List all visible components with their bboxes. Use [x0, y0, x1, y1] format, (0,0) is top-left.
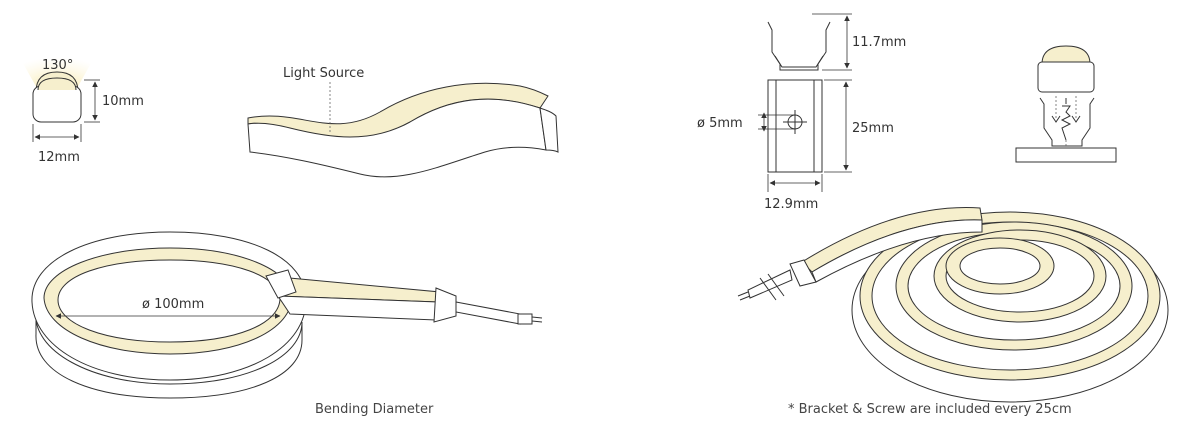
- profile-cross-section: 130° 10mm 12mm: [20, 49, 144, 165]
- light-source-label: Light Source: [283, 66, 364, 81]
- bracket-top-view: ø 5mm 25mm 12.9mm: [697, 79, 894, 212]
- bracket-width-label: 12.9mm: [764, 197, 818, 212]
- bending-caption: Bending Diameter: [315, 402, 434, 417]
- end-cap: [433, 287, 457, 323]
- cable-sleeve: [517, 313, 533, 325]
- bracket-channel: [767, 21, 831, 71]
- assembly-profile: [1037, 61, 1095, 93]
- coil-wire-tips: [737, 291, 751, 301]
- profile-height-label: 10mm: [102, 94, 144, 109]
- bending-loop: ø 100mm Bending Diameter: [31, 231, 543, 417]
- footnote: * Bracket & Screw are included every 25c…: [788, 402, 1072, 417]
- wire-tips: [531, 316, 543, 323]
- loop-overlap-cap: [265, 269, 297, 299]
- beam-angle-label: 130°: [42, 58, 73, 73]
- screw-icon: [1060, 98, 1072, 141]
- hole-diameter-label: ø 5mm: [697, 116, 743, 131]
- coil-ring-4-inner: [959, 247, 1041, 285]
- profile-width-label: 12mm: [38, 150, 80, 165]
- profile-dome-top: [37, 77, 77, 91]
- assembly-dome: [1041, 45, 1091, 65]
- assembly-bracket: [1039, 97, 1095, 147]
- cable-break-icon: [759, 273, 785, 301]
- mounting-surface: [1015, 147, 1117, 163]
- loop-bottom-band: [35, 311, 303, 399]
- bracket-side-view: 11.7mm: [767, 13, 906, 71]
- channel-height-label: 11.7mm: [852, 35, 906, 50]
- cable: [455, 301, 521, 325]
- wave-end-cap: [539, 107, 559, 153]
- coil-cable: [747, 269, 793, 299]
- bracket-length-label: 25mm: [852, 121, 894, 136]
- coil-end-cap: [789, 259, 817, 287]
- mounting-assembly: [1015, 45, 1117, 163]
- coil: * Bracket & Screw are included every 25c…: [737, 207, 1169, 417]
- light-source-wave: Light Source: [247, 66, 559, 178]
- coil-lead-side: [811, 219, 983, 283]
- profile-body: [32, 85, 82, 123]
- bending-diameter-label: ø 100mm: [142, 297, 204, 312]
